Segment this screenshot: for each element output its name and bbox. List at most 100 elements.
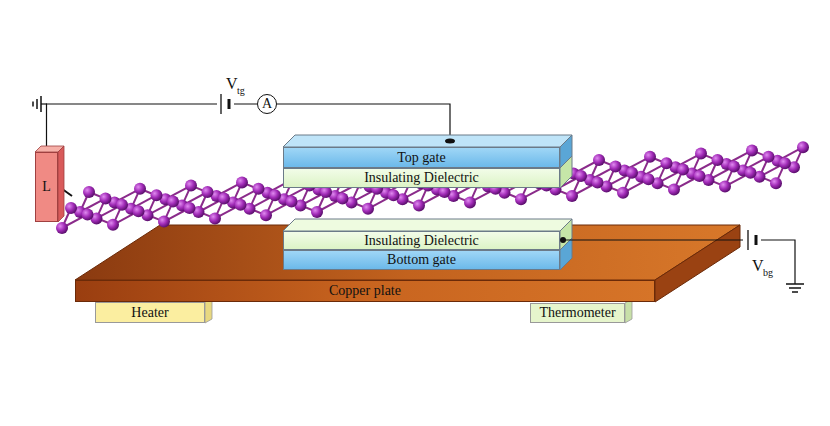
node-label: Insulating Dielectric [364, 234, 479, 248]
lattice-atom [770, 177, 782, 189]
lattice-atom [134, 183, 146, 195]
voltage-subscript: bg [763, 268, 773, 278]
lattice-atom [100, 192, 112, 204]
lattice-atom [236, 176, 248, 188]
lattice-atom [107, 219, 119, 231]
bottom-stack-top-face [283, 219, 572, 231]
lattice-atom [626, 167, 638, 179]
lattice-atom [83, 186, 95, 198]
bottom-stack-side-gate [560, 238, 572, 270]
ground-symbol [789, 287, 801, 289]
node-label: Thermometer [539, 306, 615, 320]
lattice-atom [184, 202, 196, 214]
lattice-atom [592, 176, 604, 188]
lattice-atom [82, 208, 94, 220]
lattice-atom [644, 151, 656, 163]
battery-symbol [220, 94, 221, 114]
top-stack-side-dielectric [560, 156, 572, 188]
node-label: Bottom gate [387, 253, 456, 267]
lattice-atom [668, 184, 680, 196]
thermometer-side [625, 299, 632, 323]
lattice-atom [337, 192, 349, 204]
voltage-symbol: V [752, 258, 764, 274]
node-label: Copper plate [329, 284, 401, 298]
lattice-atom [167, 196, 179, 208]
battery-symbol [755, 235, 758, 245]
ground-symbol [40, 96, 42, 112]
lattice-atom [56, 222, 68, 234]
battery-patch [743, 229, 761, 251]
battery-symbol [747, 230, 748, 250]
lattice-atom [719, 180, 731, 192]
lattice-atom [158, 216, 170, 228]
lattice-atom [269, 189, 281, 201]
node-label: Heater [131, 306, 168, 320]
lattice-atom [151, 189, 163, 201]
atomic-lattice [56, 141, 809, 234]
lattice-atom [388, 189, 400, 201]
lattice-atom [515, 193, 527, 205]
lattice-atom [661, 157, 673, 169]
lattice-atom [286, 196, 298, 208]
lattice-atom [235, 199, 247, 211]
lattice-atom [260, 209, 272, 221]
lattice-atom [65, 202, 77, 214]
ground-symbol [792, 291, 798, 293]
lattice-atom [362, 203, 374, 215]
copper-side-face [655, 225, 740, 302]
lattice-atom [610, 160, 622, 172]
lattice-atom [116, 199, 128, 211]
lattice-atom [763, 151, 775, 163]
voltage-subscript: tg [237, 86, 245, 96]
lattice-atom [185, 180, 197, 192]
lattice-atom [694, 170, 706, 182]
lattice-atom [202, 186, 214, 198]
node-label: L [42, 180, 51, 194]
heater-block: Heater [95, 302, 205, 323]
lattice-atom [253, 183, 265, 195]
dielectric-layer: Insulating Dielectric [283, 168, 560, 188]
wire [41, 103, 47, 104]
top-stack-top-face [283, 135, 572, 147]
thermometer-block: Thermometer [530, 303, 625, 323]
node-label: A [262, 97, 272, 111]
lattice-atom [133, 205, 145, 217]
lattice-atom [566, 190, 578, 202]
bottom-gate-layer: Bottom gate [283, 250, 560, 270]
lattice-atom [695, 148, 707, 160]
lattice-atom [209, 212, 221, 224]
node-label: Top gate [397, 151, 445, 165]
contact-side-face [58, 146, 64, 222]
lattice-atom [593, 154, 605, 166]
battery-patch [217, 93, 234, 115]
lattice-atom [797, 141, 809, 153]
lattice-atom [575, 170, 587, 182]
battery-symbol [228, 99, 231, 109]
voltage-symbol: V [226, 76, 238, 92]
copper-plate: Copper plate [75, 280, 655, 302]
lattice-atom [413, 200, 425, 212]
lattice-atom [712, 154, 724, 166]
lattice-atom [677, 164, 689, 176]
ground-symbol [32, 102, 34, 107]
lattice-atom [745, 167, 757, 179]
lattice-atom [218, 192, 230, 204]
copper-top-face [75, 225, 740, 280]
lattice-atom [617, 187, 629, 199]
lattice-atom [464, 196, 476, 208]
lattice-atom [643, 173, 655, 185]
ammeter-symbol: A [257, 94, 277, 114]
dielectric-layer: Insulating Dielectric [283, 231, 560, 250]
ground-symbol [786, 283, 804, 285]
lattice-atom [311, 206, 323, 218]
node-label: Insulating Dielectric [364, 171, 479, 185]
contact-electrode: L [35, 152, 58, 222]
lattice-atom [728, 160, 740, 172]
ground-symbol [36, 99, 38, 109]
top-gate-layer: Top gate [283, 147, 560, 168]
lattice-atom [746, 144, 758, 156]
lattice-atom [779, 157, 791, 169]
contact-dot [445, 139, 455, 144]
